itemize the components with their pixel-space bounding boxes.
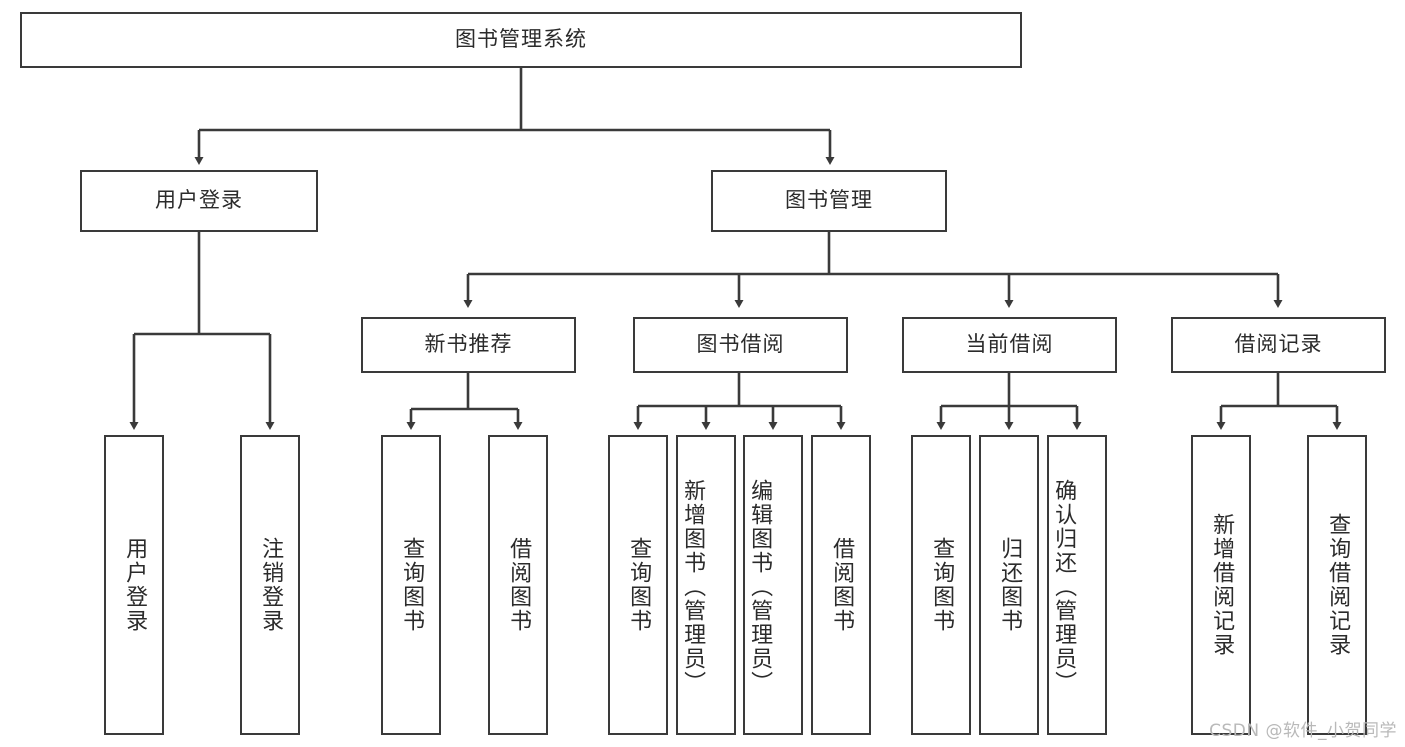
node-leaf-confirm-return-label: 确认归还（管理员）	[1051, 479, 1077, 695]
node-leaf-add-record-label: 新增借阅记录	[1209, 513, 1235, 657]
node-leaf-query-book-2[interactable]: 查询图书	[608, 435, 668, 735]
node-leaf-add-book[interactable]: 新增图书（管理员）	[676, 435, 736, 735]
node-leaf-add-record[interactable]: 新增借阅记录	[1191, 435, 1251, 735]
node-leaf-borrow-book-2[interactable]: 借阅图书	[811, 435, 871, 735]
node-book-borrow[interactable]: 图书借阅	[633, 317, 848, 373]
node-leaf-query-book-1[interactable]: 查询图书	[381, 435, 441, 735]
node-root[interactable]: 图书管理系统	[20, 12, 1022, 68]
node-leaf-query-book-2-label: 查询图书	[626, 537, 652, 633]
node-book-borrow-label: 图书借阅	[696, 332, 785, 357]
node-leaf-borrow-book-1-label: 借阅图书	[506, 537, 532, 633]
node-borrow-record-label: 借阅记录	[1234, 332, 1323, 357]
node-leaf-return-book[interactable]: 归还图书	[979, 435, 1039, 735]
node-current-borrow[interactable]: 当前借阅	[902, 317, 1117, 373]
node-leaf-user-logout[interactable]: 注销登录	[240, 435, 300, 735]
node-leaf-edit-book[interactable]: 编辑图书（管理员）	[743, 435, 803, 735]
node-leaf-confirm-return[interactable]: 确认归还（管理员）	[1047, 435, 1107, 735]
node-current-borrow-label: 当前借阅	[965, 332, 1054, 357]
node-leaf-query-book-3[interactable]: 查询图书	[911, 435, 971, 735]
node-root-label: 图书管理系统	[455, 27, 587, 52]
node-leaf-borrow-book-2-label: 借阅图书	[829, 537, 855, 633]
node-leaf-user-logout-label: 注销登录	[258, 537, 284, 633]
node-leaf-query-record[interactable]: 查询借阅记录	[1307, 435, 1367, 735]
node-user-login-label: 用户登录	[155, 188, 243, 213]
node-book-manage-label: 图书管理	[785, 188, 873, 213]
node-leaf-query-record-label: 查询借阅记录	[1325, 513, 1351, 657]
node-leaf-edit-book-label: 编辑图书（管理员）	[747, 479, 773, 695]
node-leaf-borrow-book-1[interactable]: 借阅图书	[488, 435, 548, 735]
node-leaf-return-book-label: 归还图书	[997, 537, 1023, 633]
node-leaf-query-book-1-label: 查询图书	[399, 537, 425, 633]
node-borrow-record[interactable]: 借阅记录	[1171, 317, 1386, 373]
node-user-login[interactable]: 用户登录	[80, 170, 318, 232]
node-new-book-recommend[interactable]: 新书推荐	[361, 317, 576, 373]
csdn-watermark: CSDN @软件_小贺同学	[1209, 721, 1397, 741]
node-leaf-user-login[interactable]: 用户登录	[104, 435, 164, 735]
node-leaf-add-book-label: 新增图书（管理员）	[680, 479, 706, 695]
node-leaf-user-login-label: 用户登录	[122, 537, 148, 633]
node-leaf-query-book-3-label: 查询图书	[929, 537, 955, 633]
node-new-book-recommend-label: 新书推荐	[424, 332, 513, 357]
node-book-manage[interactable]: 图书管理	[711, 170, 947, 232]
